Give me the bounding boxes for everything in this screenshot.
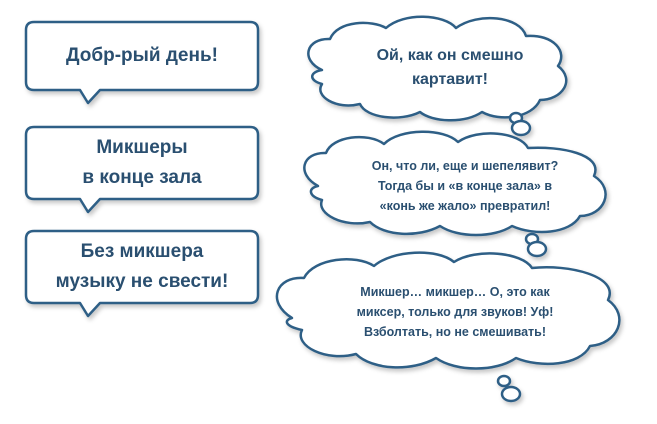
speech-bubble-3-line-1: Без микшера (80, 241, 204, 262)
speech-bubble-1-shape (24, 20, 260, 105)
thought-bubble-3-line-3: Взболтать, но не смешивать! (363, 325, 547, 339)
speech-bubble-3: Без микшера музыку не свести! (26, 231, 258, 303)
thought-cloud-2-shape (303, 130, 607, 237)
thought-bubble-1-line-2: картавит! (411, 71, 489, 88)
thought-bubble-2-line-3: «конь же жало» превратил! (379, 199, 551, 213)
thought-bubble-1: Ой, как он смешно картавит! (330, 30, 570, 106)
thought-bubble-3-line-1: Микшер… микшер… О, это как (360, 285, 550, 299)
thought-bubble-2-line-2: Тогда бы и «в конце зала» в (377, 179, 553, 193)
thought-bubble-2: Он, что ли, еще и шепелявит? Тогда бы и … (330, 146, 600, 226)
thought-bubble-1-line-1: Ой, как он смешно (376, 47, 524, 64)
speech-bubble-2-line-2: в конце зала (82, 167, 202, 188)
speech-bubble-1: Добр-рый день! (26, 22, 258, 90)
speech-bubble-1-line-1: Добр-рый день! (66, 45, 218, 66)
speech-bubble-3-line-2: музыку не свести! (55, 271, 229, 292)
thought-bubble-2-line-1: Он, что ли, еще и шепелявит? (371, 159, 559, 173)
speech-bubble-2-line-1: Микшеры (96, 137, 188, 158)
thought-bubble-3-line-2: миксер, только для звуков! Уф! (356, 305, 554, 319)
speech-bubble-2-shape (24, 125, 260, 214)
thought-cloud-1-shape (307, 15, 568, 122)
speech-bubble-3-shape (24, 229, 260, 318)
speech-bubble-2: Микшеры в конце зала (26, 127, 258, 199)
thought-cloud-3-shape (275, 251, 621, 370)
thought-bubble-3: Микшер… микшер… О, это как миксер, тольк… (305, 272, 605, 352)
